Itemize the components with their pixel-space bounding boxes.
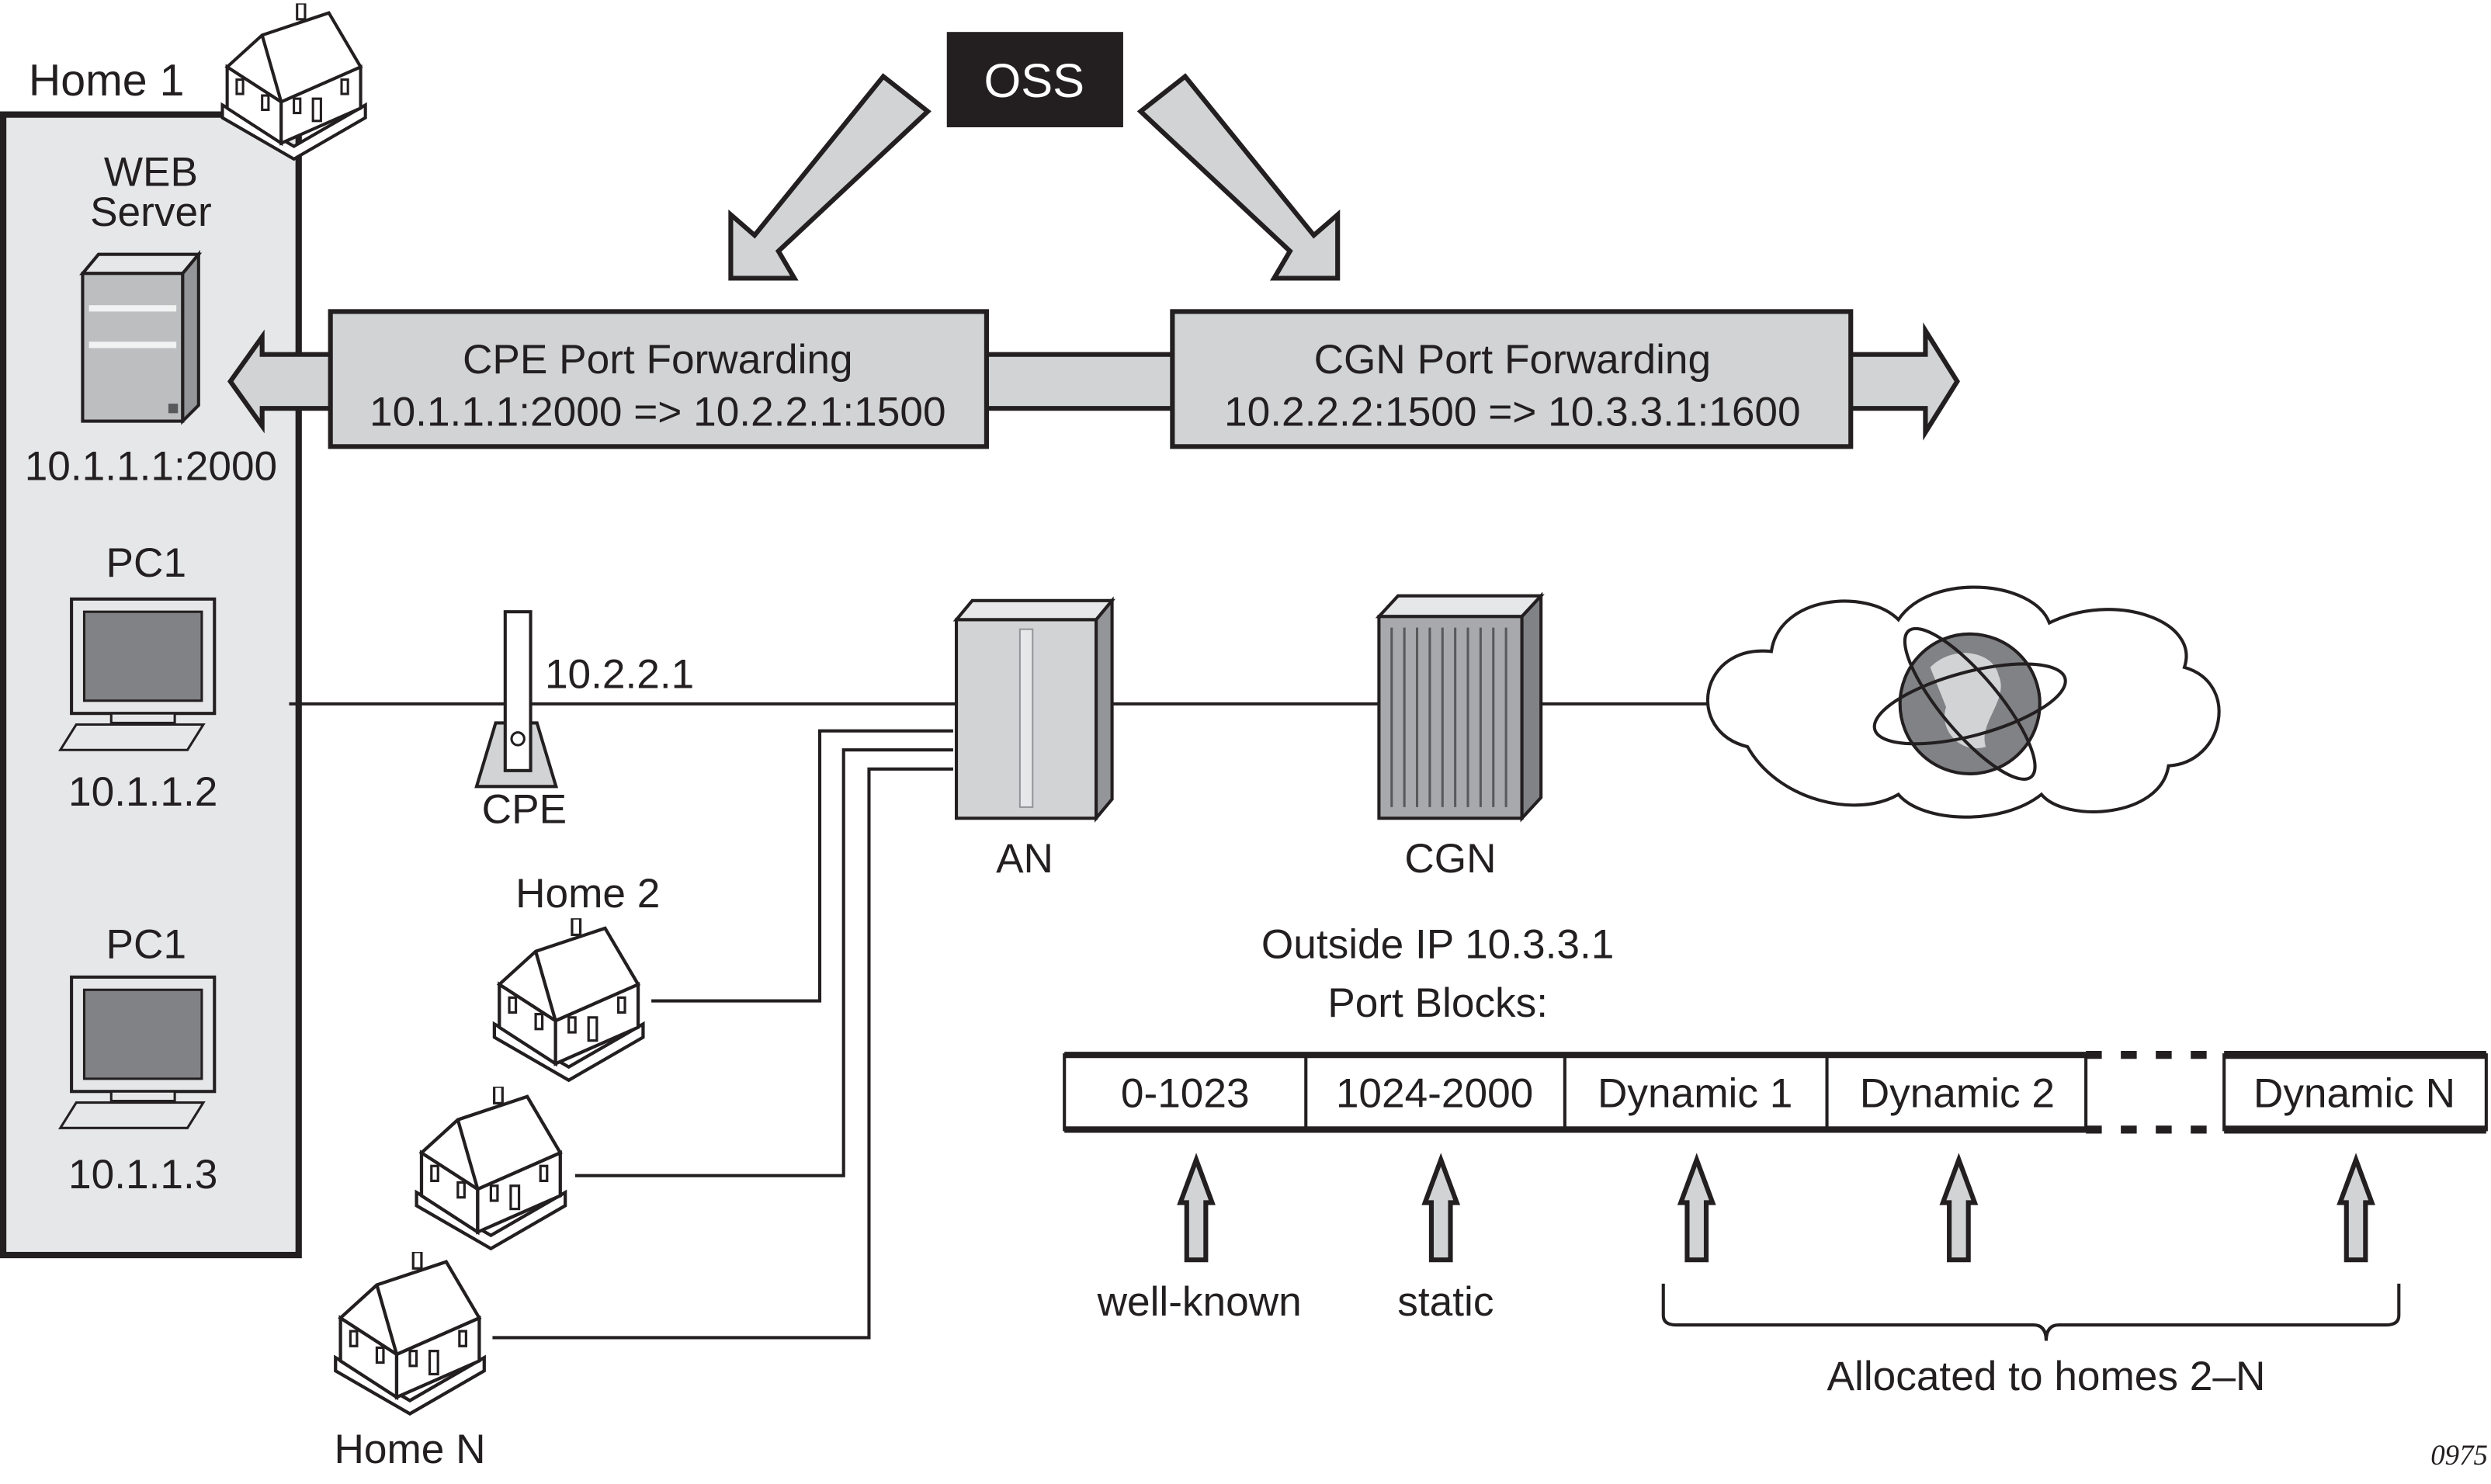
oss-to-cpe-arrow	[728, 73, 932, 281]
up-arrow-icon	[1939, 1153, 1979, 1263]
server-icon	[79, 250, 203, 425]
cgn-label: CGN	[1404, 836, 1496, 882]
pc-icon	[57, 597, 217, 751]
cgn-forwarding-box	[1170, 309, 1854, 449]
web-server-label-2: Server	[90, 189, 212, 235]
pc1-ip: 10.1.1.2	[68, 769, 217, 815]
port-block-4: Dynamic N	[2253, 1071, 2455, 1117]
cgn-device-icon	[1375, 591, 1545, 823]
up-arrow-icon	[1677, 1153, 1716, 1263]
cpe-label: CPE	[482, 786, 567, 832]
oss-to-cgn-arrow	[1136, 73, 1341, 281]
web-server-ip: 10.1.1.1:2000	[25, 443, 277, 489]
cgn-forwarding-title: CGN Port Forwarding	[1314, 337, 1711, 383]
home3-link	[574, 748, 953, 1177]
pc1-label-2: PC1	[106, 921, 187, 967]
allocated-label: Allocated to homes 2–N	[1827, 1354, 2266, 1399]
up-arrow-icon	[1177, 1153, 1216, 1263]
well-known-label: well-known	[1097, 1279, 1302, 1325]
house-icon	[417, 1087, 566, 1249]
pc1-ip-2: 10.1.1.3	[68, 1152, 217, 1198]
port-block-0: 0-1023	[1121, 1071, 1250, 1117]
port-blocks-label: Port Blocks:	[1327, 980, 1548, 1026]
port-block-1: 1024-2000	[1336, 1071, 1533, 1117]
up-arrow-icon	[1421, 1153, 1461, 1263]
cpe-forwarding-box	[328, 309, 989, 449]
oss-box	[946, 32, 1123, 127]
home1-label: Home 1	[29, 56, 185, 106]
home2-link	[651, 729, 953, 1003]
internet-cloud-icon	[1705, 585, 2221, 819]
oss-label: OSS	[984, 54, 1084, 108]
static-label: static	[1397, 1279, 1494, 1325]
house-icon	[335, 1252, 484, 1414]
web-server-label: WEB	[104, 150, 198, 196]
figure-id: 0975	[2430, 1439, 2488, 1471]
cpe-forwarding-title: CPE Port Forwarding	[463, 337, 853, 383]
pc1-label: PC1	[106, 540, 187, 586]
homeN-link	[492, 767, 953, 1340]
port-block-2: Dynamic 1	[1598, 1071, 1792, 1117]
homeN-label: Home N	[334, 1427, 485, 1472]
an-device-icon	[952, 596, 1115, 823]
cpe-ip: 10.2.2.1	[545, 651, 694, 697]
house-icon	[494, 918, 644, 1080]
port-block-table	[1063, 1051, 2488, 1134]
outside-ip-label: Outside IP 10.3.3.1	[1261, 921, 1615, 967]
port-block-3: Dynamic 2	[1860, 1071, 2055, 1117]
cpe-device-icon	[474, 610, 559, 789]
allocation-brace	[1661, 1283, 2401, 1341]
cgn-forwarding-rule: 10.2.2.2:1500 => 10.3.3.1:1600	[1224, 390, 1801, 435]
cpe-forwarding-rule: 10.1.1.1:2000 => 10.2.2.1:1500	[369, 390, 946, 435]
up-arrow-icon	[2337, 1153, 2375, 1263]
block-arrows	[1177, 1153, 2375, 1263]
pc-icon	[57, 975, 217, 1129]
an-label: AN	[996, 836, 1053, 882]
home2-label: Home 2	[515, 871, 660, 917]
